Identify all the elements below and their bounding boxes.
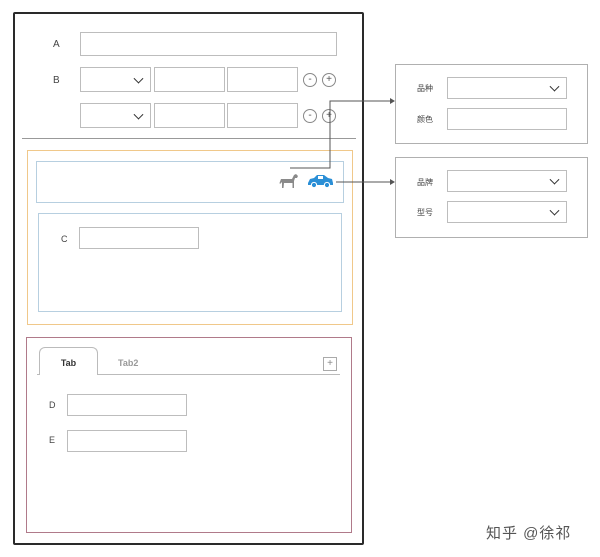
select-b1[interactable] <box>80 67 151 92</box>
breed-select[interactable] <box>447 77 567 99</box>
tab-underline <box>98 374 340 375</box>
add-row-button[interactable]: + <box>322 109 336 123</box>
add-row-button[interactable]: + <box>322 73 336 87</box>
color-input[interactable] <box>447 108 567 130</box>
input-c[interactable] <box>79 227 199 249</box>
label-b: B <box>53 75 60 86</box>
remove-row-button[interactable]: - <box>303 73 317 87</box>
brand-select[interactable] <box>447 170 567 192</box>
input-e[interactable] <box>67 430 187 452</box>
label-e: E <box>49 435 56 445</box>
input-b2-2[interactable] <box>154 103 225 128</box>
tab-section <box>26 337 352 533</box>
model-select[interactable] <box>447 201 567 223</box>
label-c: C <box>61 234 68 244</box>
input-b1-2[interactable] <box>154 67 225 92</box>
tab-1[interactable]: Tab <box>39 347 98 375</box>
tab-2[interactable]: Tab2 <box>118 358 139 368</box>
model-label: 型号 <box>417 208 433 217</box>
input-b1-3[interactable] <box>227 67 298 92</box>
horse-icon[interactable] <box>278 171 300 191</box>
input-d[interactable] <box>67 394 187 416</box>
watermark: 知乎 @徐祁 <box>486 525 572 542</box>
color-label: 颜色 <box>417 115 433 124</box>
section-divider <box>22 138 356 139</box>
type-switch-section <box>27 150 353 325</box>
add-tab-button[interactable]: + <box>323 357 337 371</box>
remove-row-button[interactable]: - <box>303 109 317 123</box>
label-d: D <box>49 400 56 410</box>
input-a[interactable] <box>80 32 337 56</box>
car-icon[interactable] <box>306 173 334 189</box>
input-b2-3[interactable] <box>227 103 298 128</box>
select-b2[interactable] <box>80 103 151 128</box>
main-frame <box>13 12 364 545</box>
type-detail-panel <box>38 213 342 312</box>
label-a: A <box>53 39 60 50</box>
tab-underline <box>37 374 39 375</box>
brand-label: 品牌 <box>417 178 433 187</box>
breed-label: 品种 <box>417 84 433 93</box>
